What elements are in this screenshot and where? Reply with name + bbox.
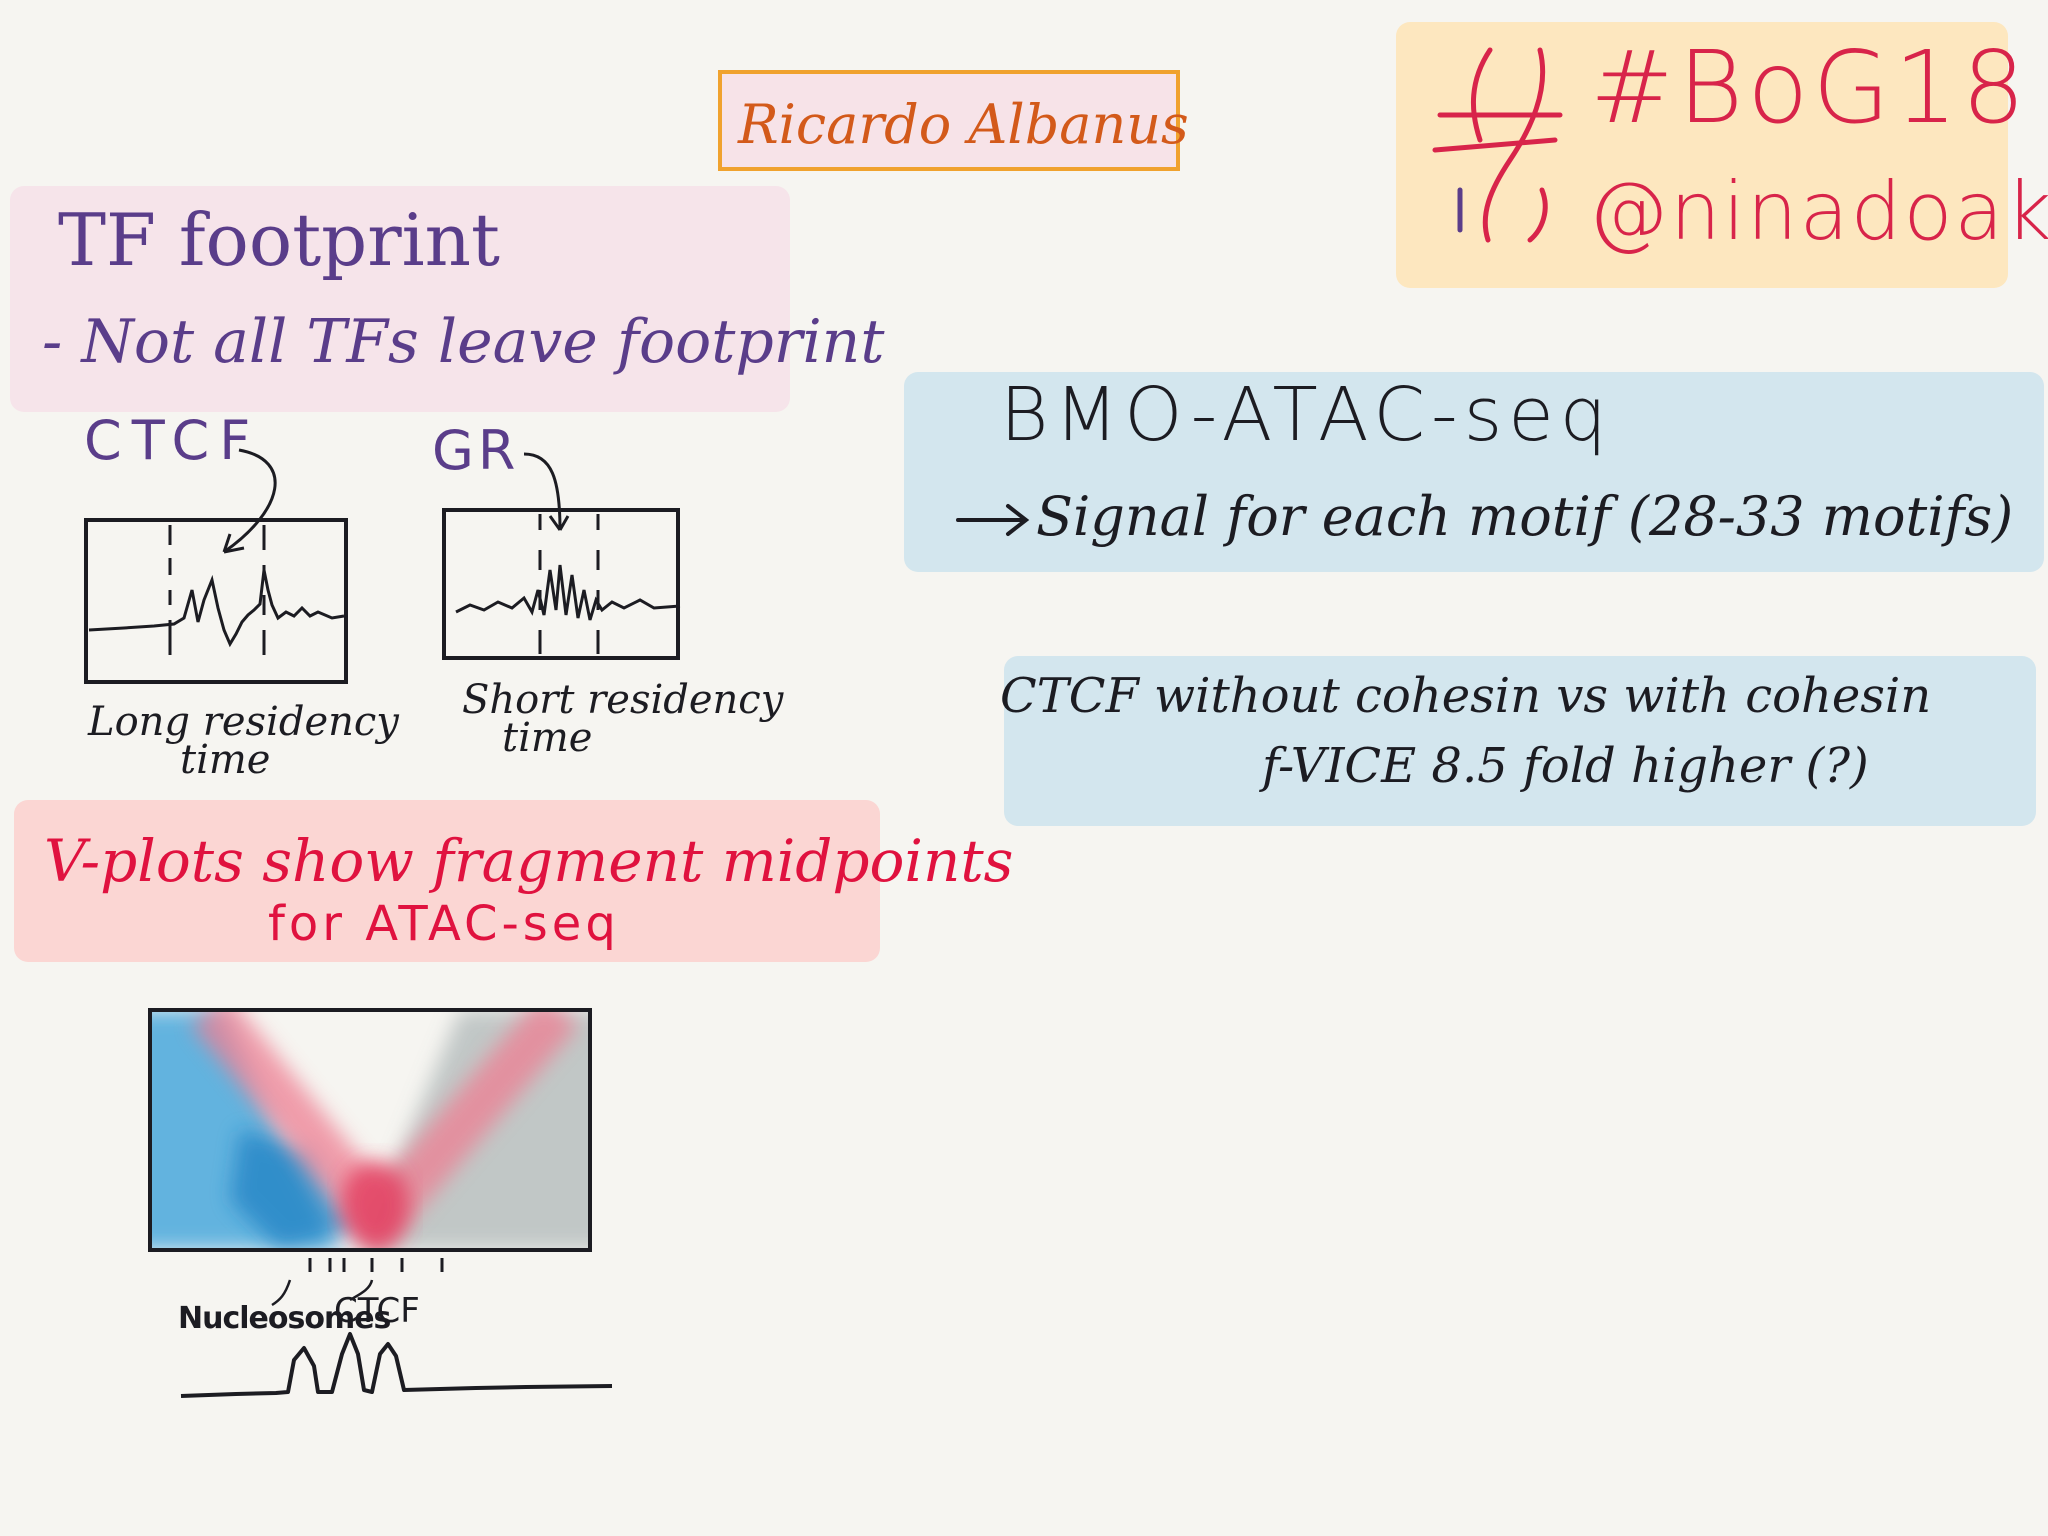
bmo-title: BMO-ATAC-seq — [1000, 372, 1613, 458]
vplot-heatmap — [148, 1008, 592, 1307]
vplot-heading-line1: V-plots show fragment midpoints — [44, 827, 1014, 895]
ctcf-vplot-label: CTCF — [334, 1291, 420, 1331]
tf-note: - Not all TFs leave footprint — [42, 307, 885, 377]
ctcf-caption-line2: time — [180, 737, 271, 783]
fragment-profile-trace — [180, 1332, 613, 1398]
vplot-heading-line2: for ATAC-seq — [268, 896, 620, 952]
hashtag-text: #BoG18 — [1590, 29, 2030, 146]
hashtag-highlight — [1396, 22, 2008, 288]
hash-symbol-icon — [1432, 47, 1563, 243]
speaker-name: Ricardo Albanus — [738, 93, 1189, 156]
gr-plot-label: GR — [432, 419, 520, 482]
gr-plot — [442, 452, 681, 660]
tf-title: TF footprint — [58, 198, 500, 282]
gr-caption-line2: time — [502, 715, 593, 761]
speaker-box — [718, 70, 1180, 171]
ctcf-caption-line1: Long residency — [88, 699, 399, 745]
ctcf-plot-label: CTCF — [84, 409, 261, 472]
cohesin-line1: CTCF without cohesin vs with cohesin — [1000, 668, 1932, 724]
arrow-right-icon — [956, 504, 1030, 536]
bmo-arrow-note: Signal for each motif (28-33 motifs) — [1036, 485, 2014, 548]
cohesin-highlight — [1004, 656, 2036, 826]
handle-text: @ninadoak — [1588, 165, 2048, 258]
cohesin-line2: f-VICE 8.5 fold higher (?) — [1262, 738, 1869, 794]
bmo-highlight — [904, 372, 2044, 572]
ctcf-plot — [84, 448, 348, 684]
nucleosomes-label: Nucleosomes — [178, 1301, 391, 1336]
vplot-highlight — [14, 800, 880, 962]
tf-highlight — [10, 186, 790, 412]
gr-caption-line1: Short residency — [462, 677, 784, 723]
